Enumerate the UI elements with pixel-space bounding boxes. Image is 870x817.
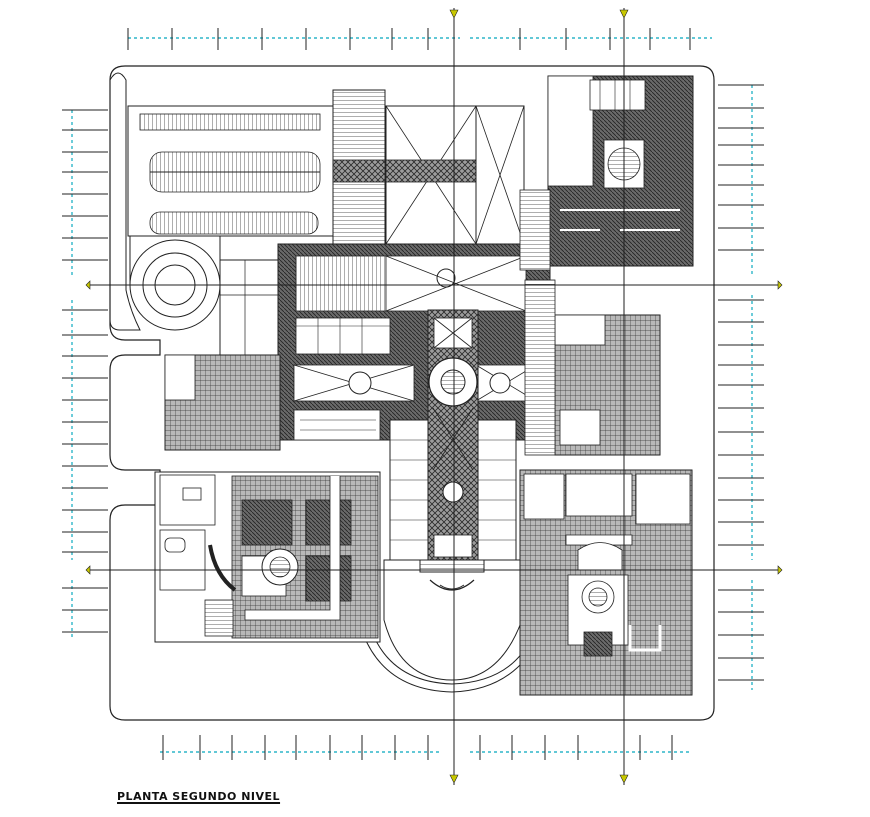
- south-auditorium: [359, 559, 546, 693]
- central-core: [277, 243, 551, 441]
- site-boundary: [109, 65, 715, 721]
- axis-arrows: [85, 9, 783, 784]
- top-axis-markers: [127, 28, 691, 50]
- southeast-wing: [519, 469, 693, 696]
- main-axes: [88, 8, 780, 785]
- north-stair-block: [332, 89, 525, 251]
- central-spine: [389, 309, 517, 561]
- access-ramp: [109, 72, 141, 331]
- southwest-wing: [154, 471, 381, 643]
- left-axis-markers: [62, 109, 108, 633]
- northeast-wing: [519, 75, 694, 271]
- parking-area: [127, 105, 334, 237]
- west-classrooms: [164, 259, 281, 451]
- bottom-axis-markers: [162, 735, 673, 760]
- parking-ramp-spiral: [129, 236, 221, 331]
- drawing-title: PLANTA SEGUNDO NIVEL: [117, 790, 281, 803]
- right-axis-markers: [718, 84, 764, 681]
- east-wing: [524, 279, 661, 456]
